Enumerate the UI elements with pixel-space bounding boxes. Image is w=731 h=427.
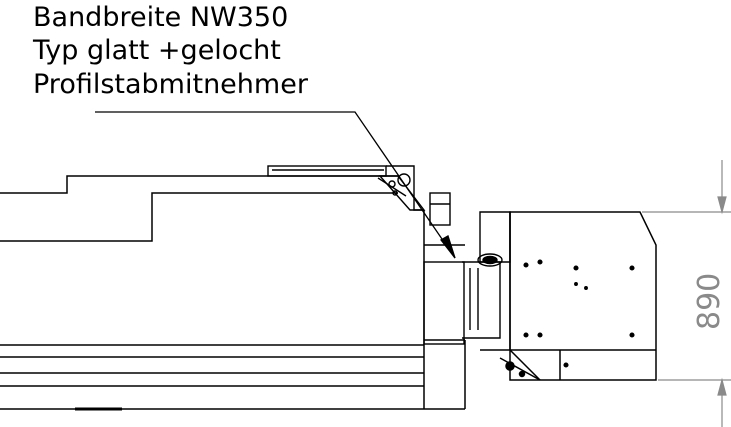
conveyor-frame bbox=[0, 175, 466, 411]
dimension-value: 890 bbox=[692, 273, 727, 330]
annotation-line-1: Bandbreite NW350 bbox=[33, 2, 289, 33]
gearbox-housing bbox=[480, 211, 657, 381]
tension-bracket bbox=[267, 165, 451, 226]
dimension-line bbox=[642, 160, 731, 427]
annotation-line-2: Typ glatt +gelocht bbox=[33, 35, 281, 66]
annotation-line-3: Profilstabmitnehmer bbox=[33, 69, 308, 100]
